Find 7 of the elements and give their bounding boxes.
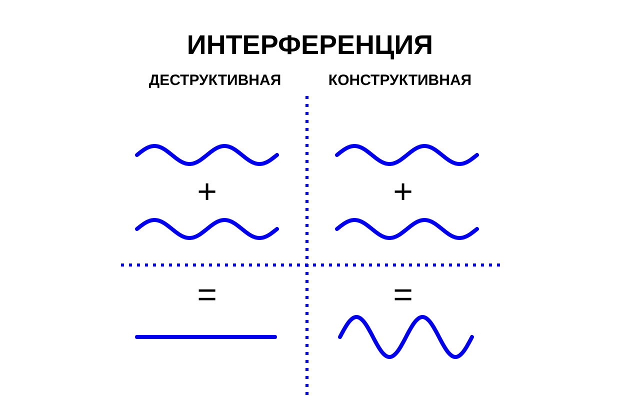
column-heading: КОНСТРУКТИВНАЯ: [328, 73, 472, 88]
equals-sign: =: [197, 278, 217, 312]
plus-sign: +: [393, 175, 413, 209]
plus-sign: +: [197, 175, 217, 209]
column-heading: ДЕСТРУКТИВНАЯ: [148, 73, 282, 88]
equals-sign: =: [393, 278, 413, 312]
title: ИНТЕРФЕРЕНЦИЯ: [186, 32, 434, 59]
